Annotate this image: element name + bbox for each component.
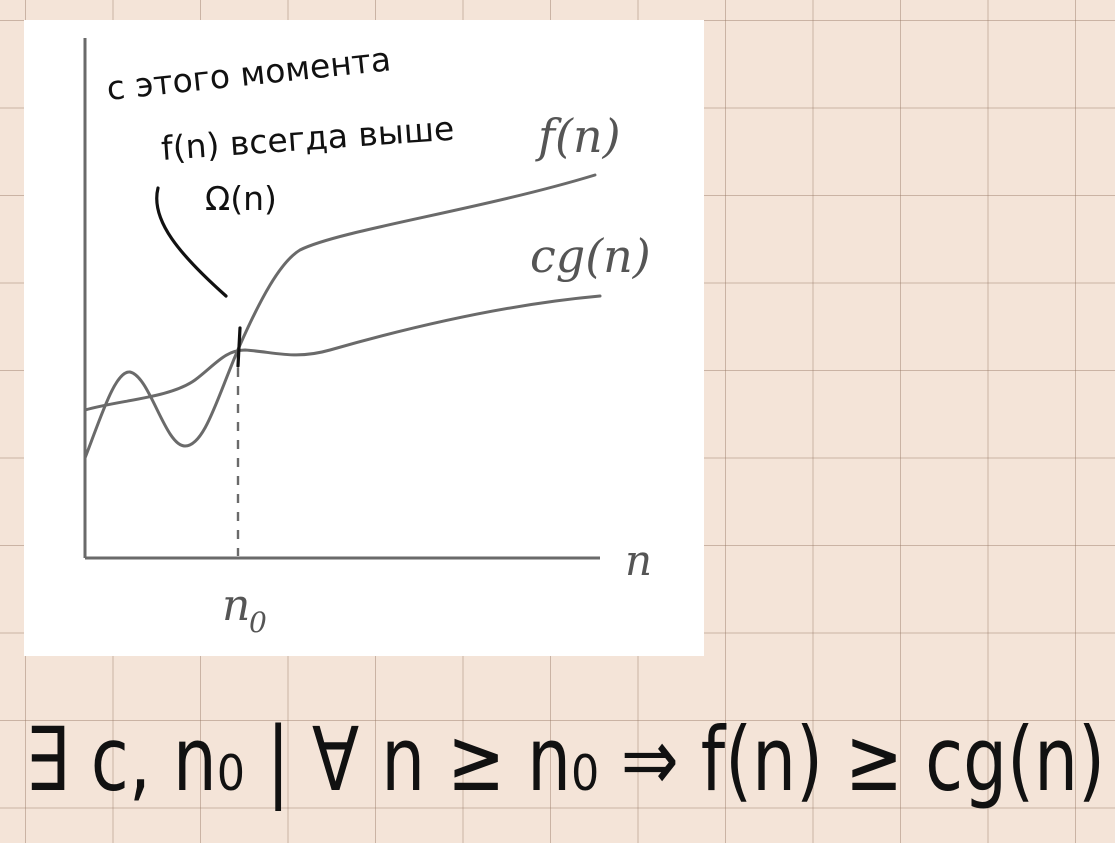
- f-curve: [83, 173, 597, 460]
- handwritten-note-line3: Ω(n): [205, 179, 277, 218]
- handwritten-note-line2: f(n) всегда выше: [160, 109, 456, 168]
- definition-formula: ∃ c, n₀ | ∀ n ≥ n₀ ⇒ f(n) ≥ cg(n): [25, 708, 1105, 812]
- n0-main: n: [222, 580, 250, 631]
- note-pointer-line: [155, 186, 228, 298]
- cg-curve: [83, 294, 602, 412]
- intersection-marker: [236, 326, 242, 368]
- x-axis-label: n: [625, 536, 652, 585]
- f-label: f(n): [535, 109, 621, 163]
- n0-subscript: 0: [249, 606, 267, 639]
- plot-panel: [24, 20, 704, 656]
- handwritten-note-line1: с этого момента: [105, 39, 393, 108]
- cg-label: cg(n): [530, 229, 651, 283]
- threshold-label: n 0: [222, 580, 267, 639]
